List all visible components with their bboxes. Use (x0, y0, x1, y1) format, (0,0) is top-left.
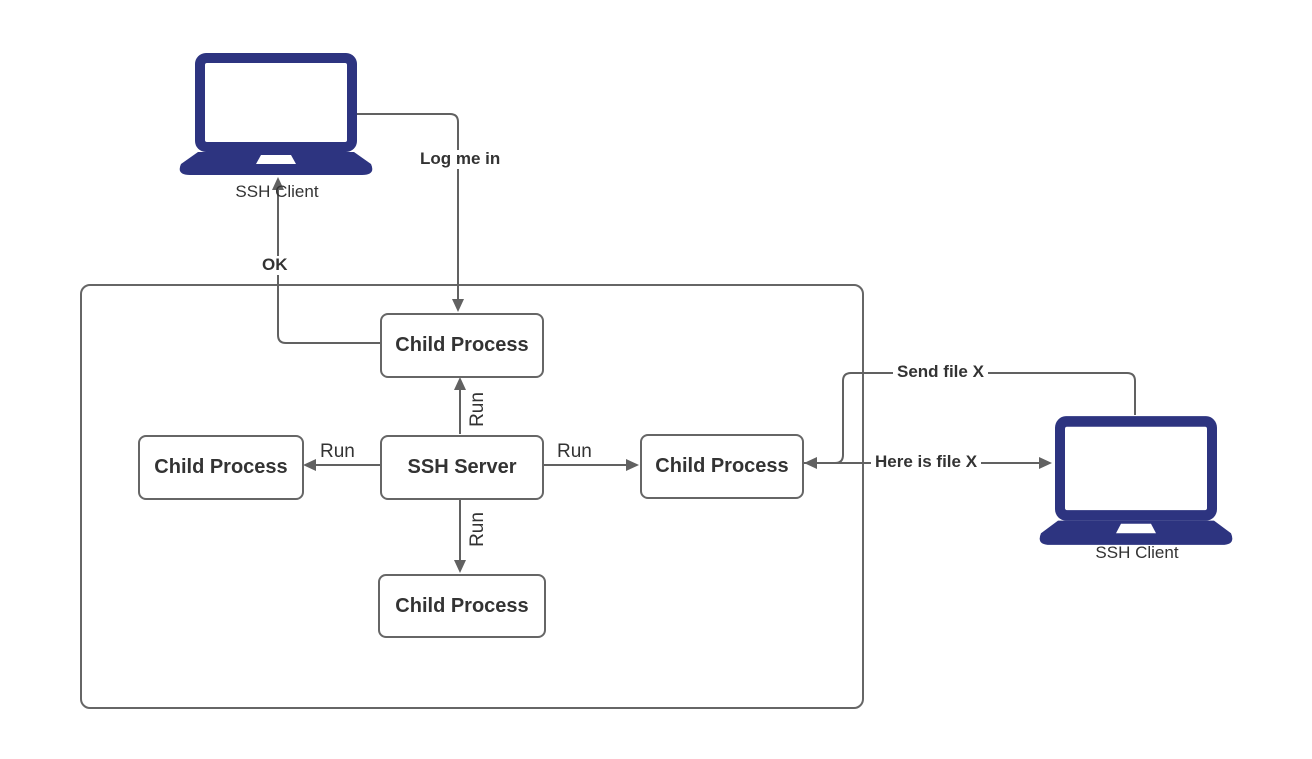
here-is-file-label: Here is file X (871, 452, 982, 472)
laptop-icon (179, 53, 373, 175)
child-process-left-label: Child Process (154, 456, 288, 478)
laptop-notch (1116, 523, 1156, 534)
laptop-icon (1039, 416, 1233, 545)
child-process-left-box: Child Process (138, 435, 304, 500)
ssh-server-box: SSH Server (380, 435, 544, 500)
run-bottom-label: Run (466, 512, 488, 547)
ok-label: OK (258, 255, 292, 275)
laptop-screen (205, 63, 347, 142)
child-process-top-box: Child Process (380, 313, 544, 378)
child-process-bottom-box: Child Process (378, 574, 546, 638)
run-right-label: Run (557, 441, 592, 462)
log-me-in-label: Log me in (416, 149, 505, 169)
ssh-client-left-label: SSH Client (235, 182, 319, 201)
ssh-client-right-label: SSH Client (1095, 543, 1179, 562)
run-left-label: Run (320, 441, 355, 462)
run-top-label: Run (466, 392, 488, 427)
server-system-container (80, 284, 864, 709)
ssh-server-label: SSH Server (407, 456, 517, 478)
laptop-screen (1065, 426, 1207, 511)
child-process-bottom-label: Child Process (395, 594, 529, 617)
child-process-top-label: Child Process (395, 334, 529, 356)
child-process-right-box: Child Process (640, 434, 804, 499)
child-process-right-label: Child Process (655, 455, 789, 477)
laptop-notch (256, 155, 296, 164)
send-file-label: Send file X (893, 362, 988, 382)
